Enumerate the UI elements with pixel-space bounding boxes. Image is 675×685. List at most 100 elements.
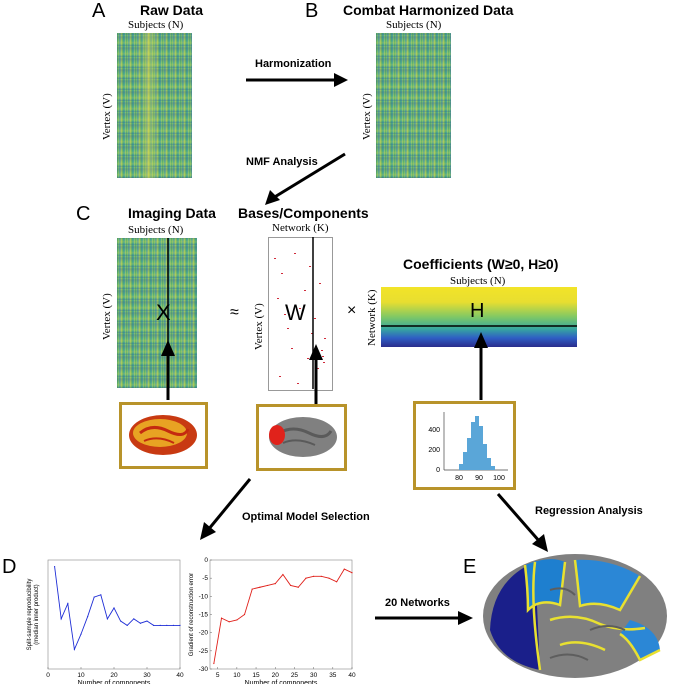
chart-0-data-point xyxy=(54,565,56,568)
chart-1-data-point xyxy=(328,577,330,579)
histogram-chart: 0 200 400 80 90 100 xyxy=(428,412,508,482)
panel-d-letter: D xyxy=(2,556,17,578)
chart-1-data-point xyxy=(289,584,292,587)
chart-0-data-point xyxy=(100,594,102,596)
chart-1-data-point xyxy=(351,572,353,574)
chart-1-xtick-label: 40 xyxy=(348,672,356,679)
chart-0-data-point xyxy=(120,620,122,622)
chart-1-data-point xyxy=(228,621,230,623)
chart-1-xtick-label: 5 xyxy=(216,672,220,679)
chart-1-ytick-label: -20 xyxy=(199,630,209,637)
twenty-networks-label: 20 Networks xyxy=(385,597,450,609)
coeffs-x-label: Subjects (N) xyxy=(450,275,506,287)
bases-matrix-w-label: W xyxy=(285,300,306,325)
chart-1-data-point xyxy=(220,617,223,619)
chart-0-xtick-label: 0 xyxy=(46,672,50,679)
regression-analysis-label: Regression Analysis xyxy=(535,505,643,517)
chart-1-data-point xyxy=(251,588,253,590)
panel-a-x-label: Subjects (N) xyxy=(128,19,184,31)
chart-0-data-point xyxy=(80,633,82,635)
chart-1-data-point xyxy=(213,662,215,665)
chart-1-data-point xyxy=(243,613,246,616)
chart-1-data-point xyxy=(336,581,338,583)
chart-1-xtick-label: 15 xyxy=(252,672,260,679)
chart-1-xlabel: Number of components xyxy=(245,680,318,684)
chart-1-xtick-label: 30 xyxy=(310,672,318,679)
bases-matrix xyxy=(268,237,333,391)
chart-1-data-point xyxy=(343,568,345,570)
panel-a-letter: A xyxy=(92,0,106,22)
nmf-arrow xyxy=(265,152,346,205)
hist-xtick-80: 80 xyxy=(455,475,463,482)
chart-0-data-point xyxy=(113,607,115,609)
chart-1-ytick-label: -15 xyxy=(199,612,209,619)
chart-0-xtick-label: 20 xyxy=(110,672,118,679)
hist-xtick-90: 90 xyxy=(475,475,483,482)
approx-symbol: ≈ xyxy=(230,304,239,321)
chart-0-ylabel: Split-sample reproducibility(median inne… xyxy=(27,579,40,651)
brain-networks-surface xyxy=(483,554,667,678)
panel-b-title: Combat Harmonized Data xyxy=(343,2,514,18)
histogram-bars xyxy=(459,416,495,470)
chart-1-data-point xyxy=(305,577,307,579)
chart-0-data-point xyxy=(126,624,128,626)
imaging-data-title: Imaging Data xyxy=(128,205,216,221)
imaging-data-heatmap xyxy=(117,238,197,388)
optimal-model-selection-label: Optimal Model Selection xyxy=(242,511,370,523)
chart-1-data-point xyxy=(259,586,261,588)
chart-1-data-point xyxy=(320,575,322,577)
chart-0-data-point xyxy=(60,618,62,620)
imaging-data-x-label: X xyxy=(156,300,171,325)
panel-b-x-label: Subjects (N) xyxy=(386,19,442,31)
harmonization-label: Harmonization xyxy=(255,58,332,70)
cortex-map-icon xyxy=(129,415,197,455)
chart-0-data-point xyxy=(139,622,141,624)
chart-1-xtick-label: 10 xyxy=(233,672,241,679)
chart-0-data-point xyxy=(106,618,108,620)
chart-1-xtick-label: 25 xyxy=(291,672,299,679)
hist-xtick-100: 100 xyxy=(493,475,505,482)
imaging-x-label: Subjects (N) xyxy=(128,224,184,236)
chart-1-xtick-label: 35 xyxy=(329,672,337,679)
chart-0-data-point xyxy=(73,648,75,650)
chart-0-series-line xyxy=(54,566,180,652)
histogram-box: 0 200 400 80 90 100 xyxy=(413,401,516,490)
brain-component-box xyxy=(256,404,347,471)
chart-1-ytick-label: -25 xyxy=(199,648,209,655)
chart-0-data-point xyxy=(153,624,155,626)
nmf-analysis-label: NMF Analysis xyxy=(246,156,318,168)
chart-0-data-point xyxy=(166,624,168,626)
coefficients-h-label: H xyxy=(470,300,485,322)
chart-1-ytick-label: -10 xyxy=(199,593,209,600)
panel-a-title: Raw Data xyxy=(140,2,204,18)
chart-1-data-point xyxy=(297,586,299,588)
hist-ytick-200: 200 xyxy=(428,447,440,454)
chart-1-data-point xyxy=(313,575,315,577)
harmonization-arrow xyxy=(246,73,348,87)
raw-data-heatmap xyxy=(117,33,192,178)
chart-0-xtick-label: 10 xyxy=(77,672,85,679)
chart-1-data-point xyxy=(236,619,238,621)
cortex-component-icon xyxy=(269,417,337,457)
chart-1-series-line xyxy=(213,568,353,664)
panel-b-letter: B xyxy=(305,0,319,22)
chart-0-frame xyxy=(47,559,181,670)
chart-1-xtick-label: 20 xyxy=(272,672,280,679)
bases-x-label: Network (K) xyxy=(272,222,329,234)
chart-1-data-point xyxy=(282,573,284,576)
chart-1-ylabel: Gradient of reconstruction error xyxy=(189,573,195,656)
chart-1-data-point xyxy=(266,584,269,587)
bases-sparse-points xyxy=(274,253,326,384)
chart-0-data-point xyxy=(159,624,161,626)
times-symbol: × xyxy=(347,302,357,319)
chart-1-data-point xyxy=(274,583,276,585)
chart-1-ytick-label: -30 xyxy=(199,666,209,673)
chart-0-xlabel: Number of components xyxy=(78,680,151,684)
chart-0-xtick-label: 30 xyxy=(143,672,151,679)
chart-0-data-point xyxy=(87,616,89,618)
chart-0-data-point xyxy=(172,624,174,626)
harmonized-data-heatmap xyxy=(376,33,451,178)
